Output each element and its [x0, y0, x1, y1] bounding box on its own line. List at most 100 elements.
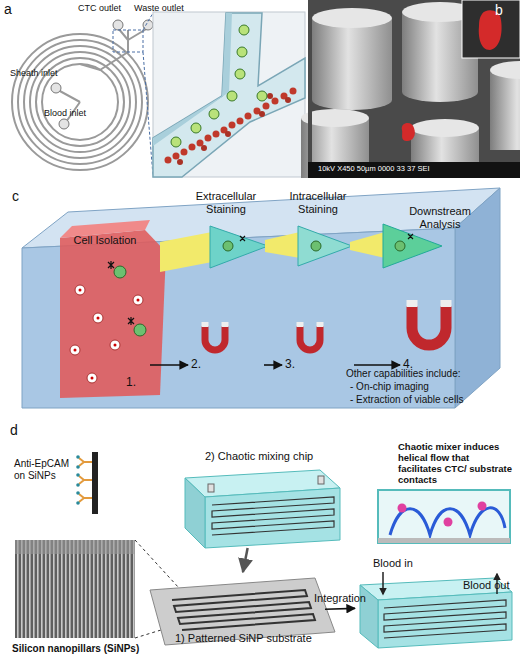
stage-box: Extracellular Staining2. — [188, 190, 264, 385]
magnet-symbol — [441, 300, 452, 307]
sem-image — [490, 70, 520, 150]
cells — [137, 299, 140, 302]
red-blood-cells — [177, 159, 183, 165]
spiral-chip — [12, 13, 153, 176]
mixing-chip — [208, 484, 214, 492]
staining-channels — [383, 224, 442, 268]
magnet-symbol — [297, 322, 304, 327]
connector-label: Integration — [314, 592, 366, 605]
magnet-symbol — [222, 322, 229, 327]
sem-image — [411, 119, 479, 137]
inset-box: Chaotic mixer induces helical flow that … — [372, 440, 515, 545]
staining-channels — [395, 241, 405, 251]
mixing-chip — [185, 478, 205, 548]
sinp-substrate — [172, 590, 315, 630]
helical-flow-inset — [398, 504, 407, 513]
cells — [91, 377, 94, 380]
spiral-chip — [51, 83, 61, 93]
tumor-cells — [171, 137, 181, 147]
red-blood-cells — [165, 88, 297, 166]
channel-zoom — [153, 12, 305, 177]
red-blood-cells — [205, 135, 212, 142]
tumor-cells — [227, 91, 237, 101]
staining-channels — [223, 241, 233, 251]
red-blood-cells — [165, 157, 172, 164]
node-label: 1) Patterned SiNP substrate — [175, 632, 325, 645]
node-sublabel: 3. — [285, 358, 305, 372]
sem-image — [402, 123, 415, 141]
spiral-chip — [80, 30, 128, 70]
mixing-chip — [205, 488, 340, 548]
red-blood-cells — [229, 122, 236, 129]
red-blood-cells — [181, 149, 188, 156]
stage-box: Cell Isolation1. — [60, 228, 150, 398]
annotation-text: Anti-EpCAM on SiNPs — [14, 458, 76, 481]
chip-part: Blood inBlood out — [355, 557, 515, 655]
spiral-chip — [113, 20, 123, 30]
antibody-nanopillar — [76, 455, 80, 459]
staining-channels — [210, 226, 268, 268]
annotation-text: Blood inlet — [44, 108, 104, 118]
cells — [110, 340, 120, 350]
spiral-chip — [143, 20, 153, 30]
connector-arrow — [150, 364, 188, 366]
node-sublabel: 1. — [126, 376, 148, 390]
red-blood-cells — [237, 118, 244, 125]
spiral-chip — [12, 34, 148, 170]
tumor-cells — [191, 123, 201, 133]
staining-channels — [160, 232, 212, 272]
integrated-device — [384, 600, 506, 638]
mixing-chip — [185, 470, 340, 548]
helical-flow-inset — [378, 538, 510, 543]
sem-image — [312, 90, 392, 110]
cells — [75, 285, 85, 295]
antibody-nanopillar — [76, 483, 80, 487]
magnet-symbol — [202, 322, 209, 327]
cells — [93, 313, 103, 323]
red-blood-cells — [259, 111, 265, 117]
staining-channels — [311, 241, 321, 251]
cells — [114, 266, 126, 278]
staining-channels — [265, 232, 300, 258]
tumor-cells — [235, 69, 245, 79]
connector-arrow — [325, 608, 355, 610]
sem-image — [308, 0, 312, 178]
channel-zoom — [153, 13, 232, 146]
sem-image — [301, 0, 520, 178]
spiral-chip — [59, 119, 69, 129]
helical-flow-inset — [378, 490, 510, 543]
cells — [114, 344, 117, 347]
red-blood-cells — [267, 93, 273, 99]
node-label: Extracellular Staining — [188, 190, 264, 215]
chip-part: 1) Patterned SiNP substrate — [145, 572, 325, 652]
panel-letter: d — [10, 422, 30, 438]
chip-part: 2) Chaotic mixing chip — [175, 448, 340, 548]
cells — [134, 324, 146, 336]
antibody-nanopillar — [76, 465, 80, 469]
annotation-text: - Extraction of viable cells — [350, 394, 510, 406]
magnet-symbol — [202, 300, 452, 350]
red-blood-cells — [290, 88, 297, 95]
integrated-device — [382, 572, 384, 594]
mixing-chip — [318, 476, 324, 484]
panel-letter: b — [495, 2, 515, 18]
red-blood-cells — [263, 103, 270, 110]
sem-image — [308, 162, 520, 178]
sinp-substrate — [150, 578, 335, 645]
magnet-symbol — [317, 322, 324, 327]
connector-arrow — [243, 548, 248, 572]
channel-zoom — [153, 13, 305, 177]
spiral-chip — [143, 13, 153, 176]
panel-letter: c — [12, 188, 32, 204]
annotation-text: Silicon nanopillars (SiNPs) — [12, 643, 172, 655]
sem-image — [312, 8, 392, 28]
magnet-symbol — [205, 326, 225, 350]
tumor-cells — [239, 25, 249, 35]
node-label: Intracellular Staining — [282, 190, 354, 215]
isolation-chamber — [60, 220, 166, 398]
cells — [97, 317, 100, 320]
red-blood-cells — [225, 131, 231, 137]
cells — [108, 261, 114, 269]
channel-zoom — [153, 12, 305, 177]
magnet-symbol — [407, 300, 418, 307]
